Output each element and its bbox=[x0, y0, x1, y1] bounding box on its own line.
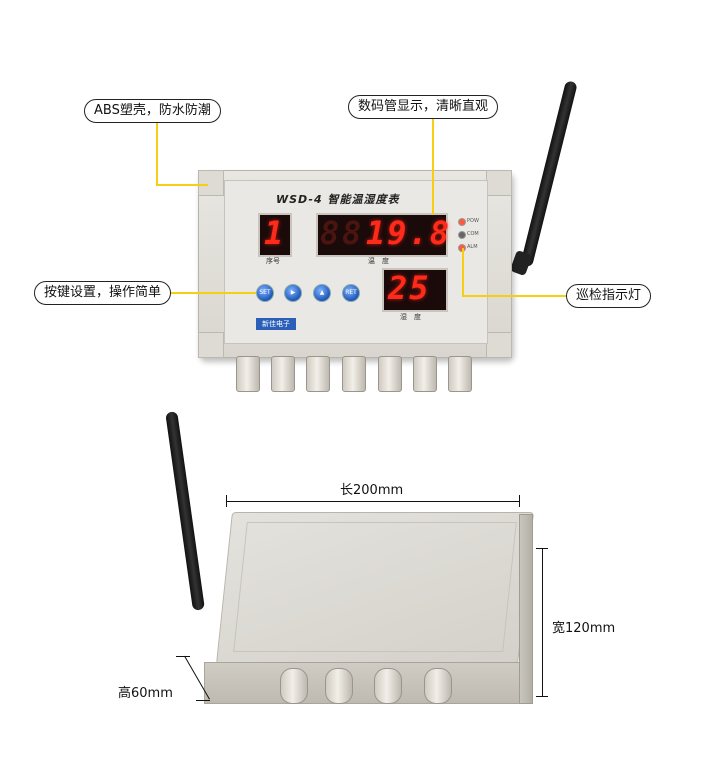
cable-gland bbox=[374, 668, 402, 704]
cable-gland bbox=[306, 356, 330, 392]
cable-gland bbox=[448, 356, 472, 392]
cable-gland bbox=[342, 356, 366, 392]
cable-gland bbox=[280, 668, 308, 704]
length-label: 长200mm bbox=[340, 483, 404, 498]
humid-value: 25 bbox=[388, 269, 431, 307]
cable-gland bbox=[236, 356, 260, 392]
ret-button[interactable]: RET bbox=[342, 284, 360, 302]
case-corner bbox=[486, 170, 512, 196]
cable-gland bbox=[378, 356, 402, 392]
dim-tick bbox=[196, 700, 210, 701]
case-right-face bbox=[519, 514, 533, 704]
height-label: 高60mm bbox=[118, 686, 173, 701]
case-top-inner bbox=[233, 522, 517, 652]
model-title: WSD-4 智能温湿度表 bbox=[276, 193, 400, 206]
led-com bbox=[458, 231, 466, 239]
leader-line bbox=[432, 117, 434, 215]
length-dimension-line bbox=[226, 501, 520, 502]
antenna bbox=[165, 411, 205, 611]
temp-value-ghost: 8 bbox=[320, 214, 342, 252]
antenna bbox=[520, 80, 578, 268]
humid-label: 湿 度 bbox=[400, 313, 421, 321]
up-button[interactable]: ▲ bbox=[313, 284, 331, 302]
leader-line bbox=[462, 295, 568, 297]
front-panel bbox=[224, 180, 488, 344]
case-corner bbox=[198, 170, 224, 196]
led-label-com: COM bbox=[467, 231, 479, 237]
callout-display: 数码管显示，清晰直观 bbox=[348, 95, 499, 119]
humid-display bbox=[382, 268, 448, 312]
dim-tick bbox=[536, 696, 548, 697]
width-label: 宽120mm bbox=[552, 621, 616, 636]
leader-line bbox=[150, 292, 256, 294]
dim-tick bbox=[519, 495, 520, 507]
case-corner bbox=[198, 332, 224, 358]
cable-gland bbox=[271, 356, 295, 392]
temp-display bbox=[316, 213, 448, 257]
cable-gland bbox=[413, 356, 437, 392]
led-pow bbox=[458, 218, 466, 226]
leader-line bbox=[156, 120, 158, 186]
width-dimension-line bbox=[542, 548, 543, 696]
seq-label: 序号 bbox=[266, 257, 280, 265]
temp-value-ghost: 8 bbox=[342, 214, 364, 252]
led-label-alm: ALM bbox=[467, 244, 478, 250]
temp-value: 19.8 bbox=[366, 214, 452, 252]
case-corner bbox=[486, 332, 512, 358]
dim-tick bbox=[176, 656, 190, 657]
leader-line bbox=[156, 184, 208, 186]
dim-tick bbox=[226, 495, 227, 507]
led-label-pow: POW bbox=[467, 218, 479, 224]
case-front-face bbox=[204, 662, 522, 704]
temp-label: 温 度 bbox=[368, 257, 389, 265]
callout-case: ABS塑壳，防水防潮 bbox=[84, 99, 221, 123]
brand-plate: 新佳电子 bbox=[256, 318, 296, 330]
cable-gland bbox=[424, 668, 452, 704]
dim-tick bbox=[536, 548, 548, 549]
set-button[interactable]: SET bbox=[256, 284, 274, 302]
seq-value: 1 bbox=[264, 214, 286, 252]
device-back-photo: 长200mm 宽120mm 高60mm bbox=[0, 400, 710, 780]
right-button[interactable]: ▶ bbox=[284, 284, 302, 302]
antenna-base bbox=[509, 249, 533, 277]
callout-indicator: 巡检指示灯 bbox=[566, 284, 652, 308]
leader-line bbox=[462, 248, 464, 296]
callout-keys: 按键设置，操作简单 bbox=[34, 281, 172, 305]
device-front-photo: WSD-4 智能温湿度表 1 序号 8 8 19.8 温 度 POW COM A… bbox=[34, 80, 652, 392]
seq-display bbox=[258, 213, 292, 257]
cable-gland bbox=[325, 668, 353, 704]
